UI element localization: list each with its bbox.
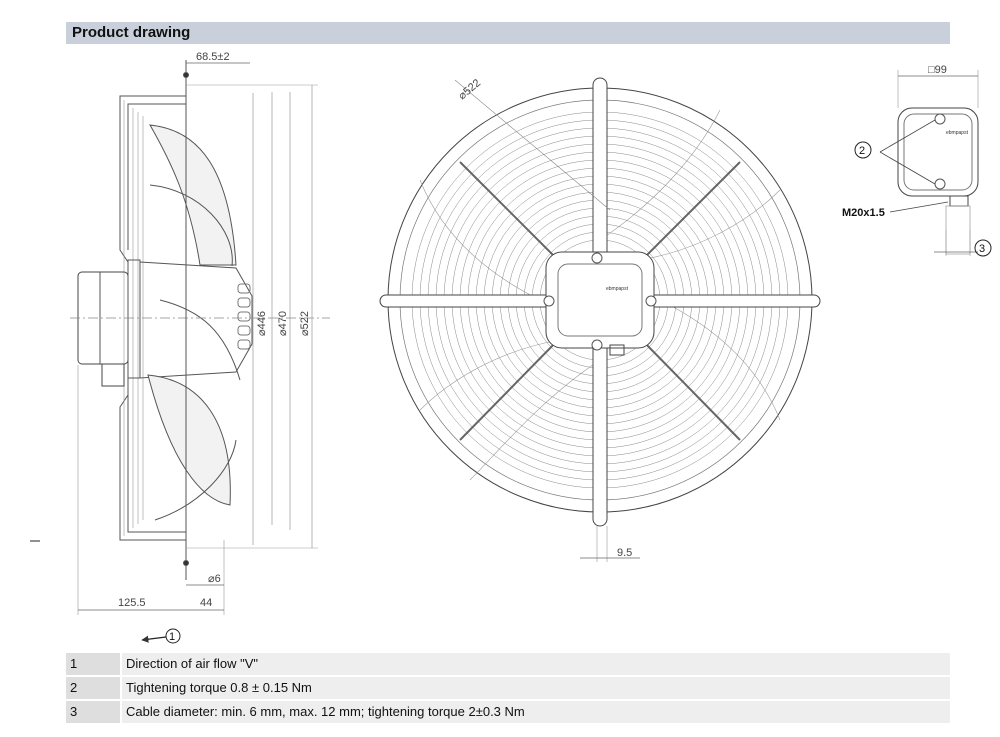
legend-number: 3 [66,701,122,723]
callout-3-cable: 3 [979,243,985,255]
section-header: Product drawing [66,22,950,44]
side-view [30,60,330,644]
front-view [379,77,821,562]
legend-text: Cable diameter: min. 6 mm, max. 12 mm; t… [126,704,525,719]
dim-axial-offset: 68.5±2 [196,51,230,63]
dim-bar-width: 9.5 [617,547,632,559]
dim-hole-diameter: ⌀6 [208,573,221,585]
dim-front-diameter: ⌀522 [456,77,483,102]
dim-frame-depth: 44 [200,597,212,609]
legend-row: 1 Direction of air flow "V" [66,653,950,675]
dim-diameter-470: ⌀470 [277,311,289,336]
box-brand-mark: ebmpapst [946,130,969,136]
terminal-box-view [854,70,992,257]
legend-number: 1 [66,653,122,675]
front-brand-mark: ebmpapst [606,286,629,292]
callout-2-screws: 2 [859,145,865,157]
dim-motor-depth: 125.5 [118,597,146,609]
legend-text: Direction of air flow "V" [126,656,259,671]
callout-1-airflow: 1 [169,631,175,643]
thread-label: M20x1.5 [842,207,885,219]
legend-table: 1 Direction of air flow "V" 2 Tightening… [66,653,950,725]
legend-number: 2 [66,677,122,699]
legend-row: 3 Cable diameter: min. 6 mm, max. 12 mm;… [66,701,950,723]
section-title: Product drawing [72,24,191,41]
legend-row: 2 Tightening torque 0.8 ± 0.15 Nm [66,677,950,699]
dim-box-square: □99 [928,64,947,76]
dim-diameter-522: ⌀522 [299,311,311,336]
legend-text: Tightening torque 0.8 ± 0.15 Nm [126,680,312,695]
dim-diameter-446: ⌀446 [256,311,268,336]
